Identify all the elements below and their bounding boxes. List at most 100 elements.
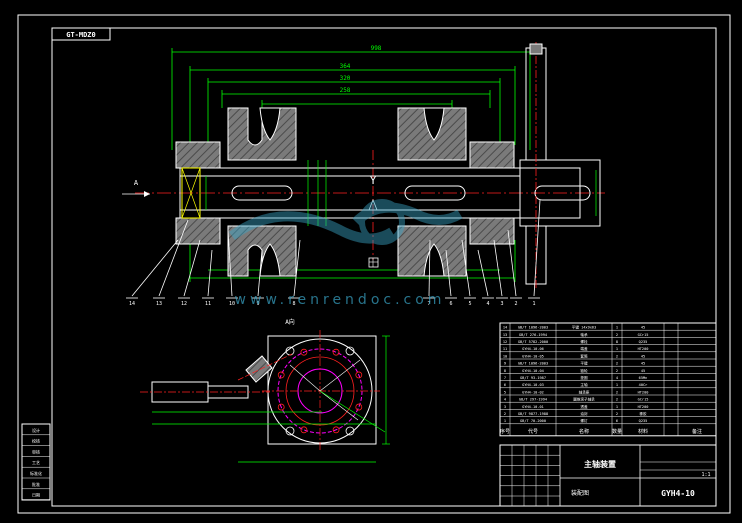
bom-cell: GCr15 xyxy=(638,333,649,337)
bom-header-cell: 数量 xyxy=(612,428,622,435)
left-bearing-housing xyxy=(175,141,221,245)
part-tag: 8 xyxy=(292,301,295,307)
code-box-text: GT-MDZ0 xyxy=(66,31,96,39)
bom-header-cell: 序号 xyxy=(500,428,510,435)
bom-cell: HT200 xyxy=(638,390,649,394)
main-shaft xyxy=(179,159,601,227)
bolt-holes xyxy=(277,346,363,436)
bom-cell: 2 xyxy=(616,398,618,402)
bom-cell: 油封 xyxy=(580,411,588,416)
bom-cell: 2 xyxy=(616,369,618,373)
bom-cell: 链轮 xyxy=(580,368,588,373)
bom-cell: 13 xyxy=(503,333,507,337)
bom-cell: 螺栓 xyxy=(580,339,588,344)
bom-cell: 1 xyxy=(504,419,506,423)
bom-cell: 2 xyxy=(616,362,618,366)
drawing-scale: 1:1 xyxy=(701,472,710,478)
bom-cell: 套筒 xyxy=(580,353,588,358)
part-leaders xyxy=(126,199,541,299)
part-tag: 13 xyxy=(156,301,162,307)
dim-d1: 364 xyxy=(340,63,351,70)
bom-cell: 主轴 xyxy=(580,382,588,387)
bom-cell: Q235 xyxy=(639,340,648,344)
part-tag: 12 xyxy=(181,301,187,307)
bom-cell: 2 xyxy=(616,390,618,394)
part-tag: 1 xyxy=(532,301,535,307)
dim-d3: 258 xyxy=(340,87,351,94)
main-section-view: 998 364 320 258 xyxy=(122,42,605,290)
bom-cell: HT200 xyxy=(638,347,649,351)
bom-cell: 8 xyxy=(616,340,618,344)
stamp-cell: 审核 xyxy=(32,448,40,454)
part-tag: 3 xyxy=(500,301,503,307)
bom-cell: 6 xyxy=(616,419,618,423)
bom-cell: GB/T 276-1994 xyxy=(519,333,547,337)
view-label-y: Y xyxy=(370,174,377,187)
bom-cell: HT200 xyxy=(638,405,649,409)
bom-cell: 3 xyxy=(504,405,506,409)
part-tag: 14 xyxy=(129,301,135,307)
part-tag: 4 xyxy=(486,301,489,307)
bom-cell: 轴承 xyxy=(580,332,588,337)
drawing-subtitle: 装配图 xyxy=(571,489,589,497)
drawing-title: 主轴装置 xyxy=(584,459,616,469)
bom-cell: GB/T 70-2000 xyxy=(520,419,546,423)
stamp-cell: 日期 xyxy=(32,492,40,498)
bom-cell: 8 xyxy=(504,369,506,373)
bom-cell: 2 xyxy=(616,333,618,337)
bom-cell: GB/T 9877-1988 xyxy=(518,412,548,416)
bom-cell: 12 xyxy=(503,340,507,344)
bom-cell: 1 xyxy=(616,347,618,351)
part-tag: 2 xyxy=(514,301,517,307)
bom-cell: GCr15 xyxy=(638,398,649,402)
aux-view-label: A向 xyxy=(285,318,295,326)
vertical-dimensions xyxy=(205,160,597,226)
section-mark-a: A xyxy=(134,179,139,187)
bom-cell: 2 xyxy=(616,354,618,358)
bom-cell: GB/T 297-1994 xyxy=(519,398,547,402)
bom-cell: 45 xyxy=(641,362,645,366)
bom-header-cell: 名称 xyxy=(579,428,589,435)
drive-sprocket xyxy=(525,42,547,290)
bom-header-cell: 备注 xyxy=(692,428,702,435)
keyway-slots xyxy=(231,185,591,201)
bom-cell: 40Cr xyxy=(639,383,648,387)
bom-cell: GB/T 1096-2003 xyxy=(518,326,548,330)
bom-cell: GYH4-10-05 xyxy=(522,354,544,358)
bom-cell: GYH4-10-01 xyxy=(522,405,544,409)
bom-cell: 圆锥滚子轴承 xyxy=(573,397,595,402)
sheet-border-inner xyxy=(51,27,717,507)
part-tag: 6 xyxy=(449,301,452,307)
bom-cell: GYH4-10-03 xyxy=(522,383,544,387)
bom-cell: GYH4-10-04 xyxy=(522,369,544,373)
bom-cell: 10 xyxy=(503,354,507,358)
bom-cell: 14 xyxy=(503,326,507,330)
bom-cell: 6 xyxy=(504,383,506,387)
code-box: GT-MDZ0 xyxy=(51,27,111,41)
bom-cell: 5 xyxy=(504,390,506,394)
bom-cell: 轴承座 xyxy=(579,389,590,394)
bom-cell: 11 xyxy=(503,347,507,351)
stamp-cell: 设计 xyxy=(32,427,40,433)
bom-cell: 平键 14x9x63 xyxy=(572,325,597,330)
bom-cell: 橡胶 xyxy=(639,411,647,416)
part-tag: 5 xyxy=(468,301,471,307)
drawing-number: GYH4-10 xyxy=(661,489,695,498)
watermark-logo xyxy=(229,199,463,245)
part-tag: 10 xyxy=(229,301,235,307)
bom-cell: GYH4-10-06 xyxy=(522,347,544,351)
bom-cell: GB/T 93-1987 xyxy=(520,376,546,380)
bom-cell: 2 xyxy=(616,412,618,416)
top-dimension-lines xyxy=(171,48,531,282)
bom-cell: GB/T 5782-2000 xyxy=(518,340,548,344)
bom-cell: 透盖 xyxy=(580,404,588,409)
bom-cell: 螺钉 xyxy=(580,418,588,423)
bom-cell: 9 xyxy=(504,362,506,366)
part-tag: 9 xyxy=(256,301,259,307)
watermark: www.renrendoc.com xyxy=(235,292,446,308)
title-block: 主轴装置 装配图 GYH4-10 1:1 xyxy=(499,444,717,507)
dim-overall: 998 xyxy=(371,45,382,52)
